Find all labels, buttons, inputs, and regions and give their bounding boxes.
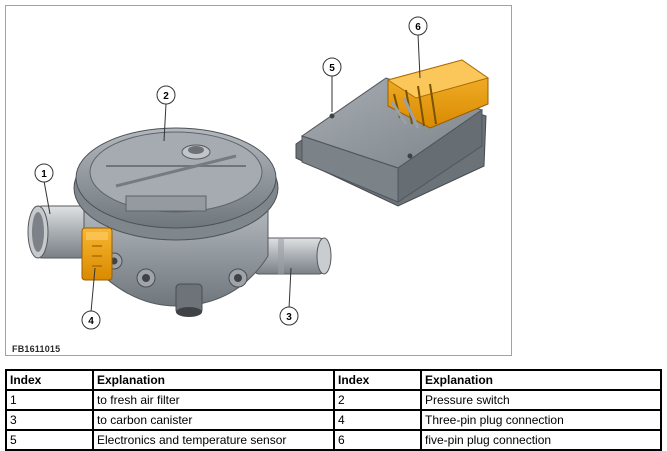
explanation-cell: Three-pin plug connection <box>419 409 663 431</box>
electronics-box-drawing <box>295 59 490 207</box>
explanation-cell: five-pin plug connection <box>419 429 663 451</box>
header-explanation-2: Explanation <box>419 369 663 391</box>
callout-2: 2 <box>156 85 176 105</box>
header-explanation-1: Explanation <box>91 369 336 391</box>
callout-3: 3 <box>279 306 299 326</box>
legend-table: Index Explanation Index Explanation 1 to… <box>5 369 663 451</box>
svg-text:3: 3 <box>286 312 292 323</box>
explanation-cell: to fresh air filter <box>91 389 336 411</box>
index-cell: 6 <box>333 429 422 451</box>
svg-text:4: 4 <box>88 316 94 327</box>
callout-6: 6 <box>408 16 428 36</box>
explanation-cell: Pressure switch <box>419 389 663 411</box>
svg-text:6: 6 <box>415 22 421 33</box>
five-pin-plug-drawing <box>386 59 490 129</box>
figure-frame: 1 2 3 4 5 6 FB1611015 <box>5 5 512 356</box>
index-cell: 2 <box>333 389 422 411</box>
index-cell: 3 <box>5 409 94 431</box>
pressure-switch-drawing <box>27 127 332 317</box>
three-pin-plug-drawing <box>81 227 113 281</box>
table-row: 3 to carbon canister 4 Three-pin plug co… <box>5 409 663 431</box>
leader-lines <box>43 33 421 313</box>
svg-text:5: 5 <box>329 63 335 74</box>
header-index-2: Index <box>333 369 422 391</box>
table-row: 1 to fresh air filter 2 Pressure switch <box>5 389 663 411</box>
index-cell: 4 <box>333 409 422 431</box>
index-cell: 5 <box>5 429 94 451</box>
component-illustration: 1 2 3 4 5 6 <box>27 16 490 330</box>
legend-header-row: Index Explanation Index Explanation <box>5 369 663 391</box>
explanation-cell: to carbon canister <box>91 409 336 431</box>
explanation-cell: Electronics and temperature sensor <box>91 429 336 451</box>
svg-text:1: 1 <box>41 169 47 180</box>
index-cell: 1 <box>5 389 94 411</box>
callout-4: 4 <box>81 310 101 330</box>
svg-text:2: 2 <box>163 91 169 102</box>
callout-5: 5 <box>322 57 342 77</box>
figure-id: FB1611015 <box>12 344 61 354</box>
callout-1: 1 <box>34 163 54 183</box>
header-index-1: Index <box>5 369 94 391</box>
table-row: 5 Electronics and temperature sensor 6 f… <box>5 429 663 451</box>
